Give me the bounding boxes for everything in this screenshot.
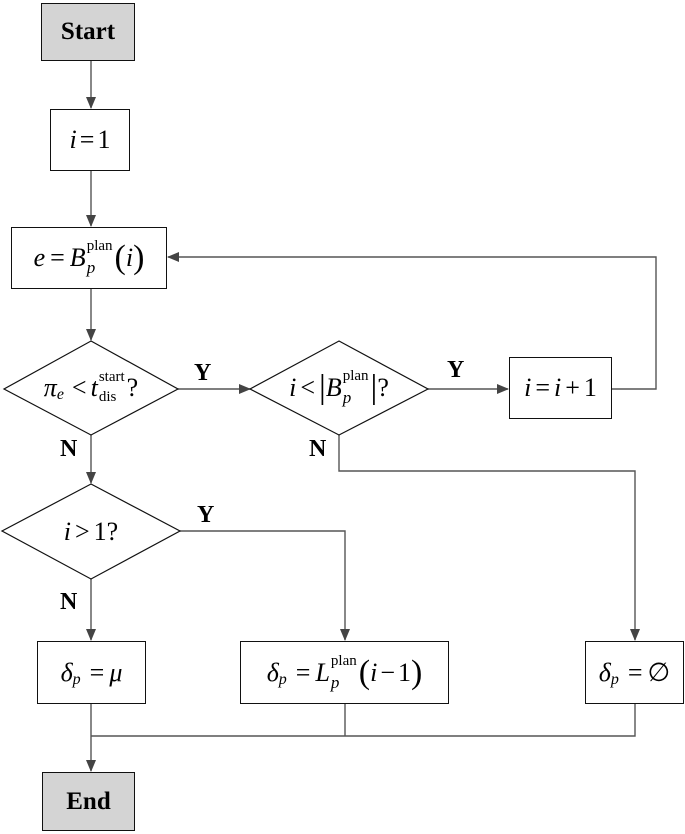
- delta-mu-sub: p: [72, 670, 81, 688]
- decision-time-shape: [2, 340, 180, 436]
- cond-count-bar-left: |: [319, 369, 326, 406]
- delta-mu-node: δ p = μ: [37, 641, 146, 704]
- label-count-yes: Y: [447, 357, 465, 383]
- decision-gt-shape: [0, 483, 182, 580]
- delta-L-sub: p: [278, 670, 287, 688]
- edge-increment-loop: [167, 252, 657, 390]
- increment-lhs: i: [524, 373, 532, 402]
- cond-count-sup: plan: [342, 368, 369, 384]
- delta-L-sup: plan: [330, 652, 357, 669]
- cond-count-sub: p: [342, 388, 352, 407]
- start-node: Start: [41, 3, 135, 61]
- cond-gt-var: i: [63, 516, 71, 546]
- assign-e-node: e = B plan p ( i ): [11, 227, 167, 289]
- increment-plus: +: [565, 373, 580, 402]
- decision-time-label: π e < t start dis ?: [4, 341, 178, 435]
- cond-time-sub2: dis: [98, 389, 117, 405]
- delta-mu-lhs: δ: [60, 657, 73, 687]
- assign-e-sub: p: [86, 258, 96, 277]
- cond-time-sub: e: [56, 386, 64, 403]
- edge-count-empty: [338, 435, 640, 641]
- cond-gt-q: ?: [106, 516, 119, 546]
- label-gt-no: N: [60, 589, 78, 615]
- cond-count-q: ?: [377, 373, 389, 402]
- assign-e-op: =: [50, 243, 65, 272]
- start-label: Start: [60, 18, 116, 45]
- cond-count-var: i: [289, 373, 297, 402]
- decision-count-shape: [248, 340, 430, 436]
- cond-time-sup2: start: [98, 369, 125, 385]
- increment-one: 1: [583, 373, 597, 402]
- delta-empty-lhs: δ: [598, 657, 611, 687]
- label-time-no: N: [60, 436, 78, 462]
- assign-e-arg: i: [125, 243, 134, 272]
- increment-op: =: [535, 373, 550, 402]
- delta-mu-rhs: μ: [109, 657, 123, 687]
- label-count-no: N: [309, 436, 327, 462]
- delta-L-minus: −: [380, 657, 395, 687]
- label-gt-yes: Y: [197, 502, 215, 528]
- end-label: End: [66, 787, 111, 815]
- delta-L-one: 1: [397, 657, 411, 687]
- assign-e-var: e: [33, 243, 46, 272]
- assign-e-scripts: plan p: [86, 238, 113, 277]
- delta-empty-rhs: ∅: [647, 657, 671, 687]
- delta-L-lparen: (: [358, 653, 371, 691]
- assign-e-rparen: ): [133, 239, 145, 276]
- init-op: =: [79, 125, 95, 154]
- cond-gt-op: >: [75, 516, 90, 546]
- cond-time-q: ?: [126, 373, 139, 402]
- edge-gt-L: [180, 530, 350, 641]
- cond-time-base2: t: [90, 373, 98, 402]
- delta-empty-op: =: [627, 657, 643, 687]
- cond-gt-val: 1: [93, 516, 107, 546]
- cond-time-base: π: [43, 373, 57, 402]
- delta-L-lsub: p: [330, 672, 340, 692]
- delta-L-node: δ p = L plan p ( i − 1 ): [240, 641, 449, 704]
- cond-time-scripts: start dis: [98, 369, 125, 405]
- delta-L-arg: i: [370, 657, 378, 687]
- delta-L-base: L: [315, 657, 330, 687]
- decision-count-label: i < | B plan p | ?: [250, 341, 428, 435]
- label-time-yes: Y: [194, 360, 212, 386]
- cond-count-scripts: plan p: [342, 368, 369, 407]
- cond-count-bar-right: |: [370, 369, 378, 406]
- delta-empty-sub: p: [610, 670, 619, 688]
- delta-L-rparen: ): [410, 653, 423, 691]
- delta-L-op: =: [295, 657, 311, 687]
- end-node: End: [42, 772, 135, 831]
- assign-e-base: B: [69, 243, 86, 272]
- edge-merge: [91, 704, 636, 737]
- assign-e-lparen: (: [114, 239, 126, 276]
- assign-e-sup: plan: [86, 238, 113, 254]
- delta-L-lhs: δ: [266, 657, 279, 687]
- delta-mu-op: =: [89, 657, 105, 687]
- init-node: i = 1: [50, 109, 130, 171]
- cond-time-op: <: [71, 373, 87, 402]
- cond-count-base: B: [325, 373, 342, 402]
- init-var: i: [69, 125, 77, 154]
- decision-gt-label: i > 1 ?: [2, 484, 180, 579]
- cond-count-op: <: [300, 373, 315, 402]
- delta-empty-node: δ p = ∅: [585, 641, 684, 704]
- increment-node: i = i + 1: [509, 357, 612, 419]
- init-val: 1: [97, 125, 111, 154]
- increment-rhs: i: [554, 373, 562, 402]
- delta-L-scripts: plan p: [330, 652, 357, 692]
